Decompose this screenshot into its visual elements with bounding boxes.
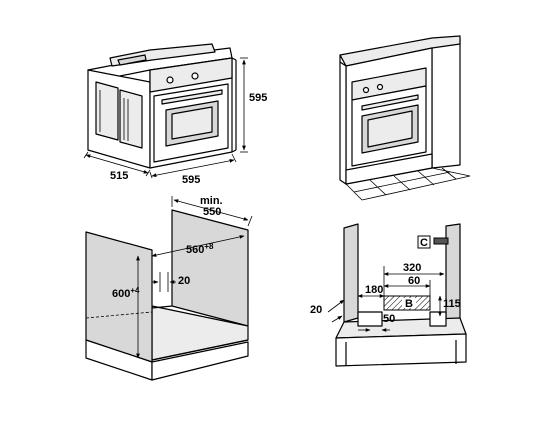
dim-50: 50 <box>383 313 395 325</box>
oven-depth-label: 515 <box>110 170 128 182</box>
dim-320: 320 <box>403 262 421 274</box>
built-in-view <box>339 35 471 201</box>
dim-20: 20 <box>310 304 322 316</box>
oven-isometric: 595 515 595 <box>83 43 267 186</box>
cabinet-gap-label: 20 <box>178 275 190 287</box>
section-view: B C 320 60 180 115 20 50 <box>310 223 467 367</box>
cabinet-height-label: 600+4 <box>112 286 140 300</box>
oven-height-label: 595 <box>249 92 267 104</box>
cabinet-width-label: 560+8 <box>186 242 214 256</box>
cabinet-isometric: min. 550 560+8 600+4 20 <box>85 195 253 381</box>
dim-60: 60 <box>408 275 420 287</box>
oven-width-label: 595 <box>182 174 200 186</box>
zone-c-label: C <box>420 237 428 249</box>
dim-115: 115 <box>443 298 461 310</box>
zone-b-label: B <box>405 298 413 310</box>
dim-180: 180 <box>365 284 383 296</box>
